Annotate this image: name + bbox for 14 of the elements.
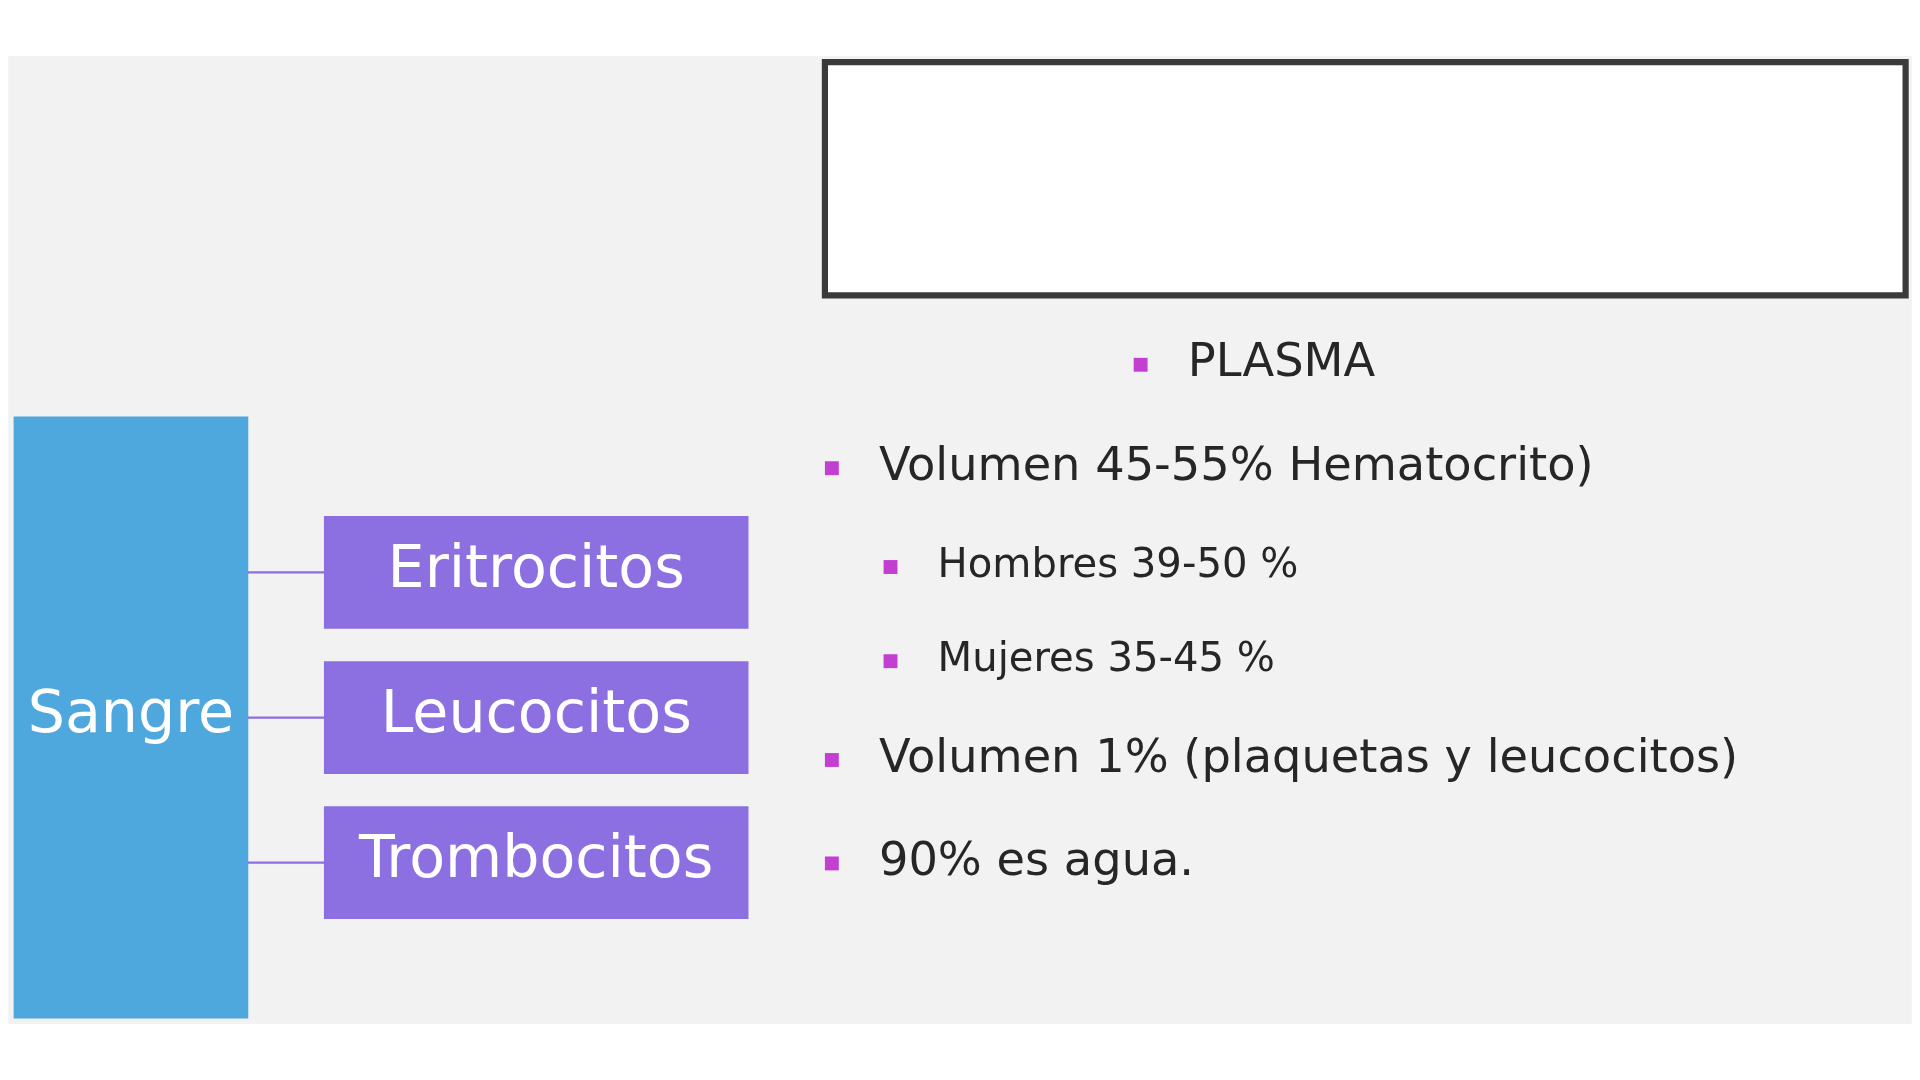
connector xyxy=(247,861,325,864)
node-box: Trombocitos xyxy=(323,806,749,919)
label: PLASMA xyxy=(1187,333,1376,388)
label: Hombres 39-50 % xyxy=(937,539,1299,586)
node-box: Leucocitos xyxy=(323,661,749,774)
node-box: Eritrocitos xyxy=(323,516,749,629)
label: Mujeres 35-45 % xyxy=(937,633,1275,680)
label: Volumen 45-55% Hematocrito) xyxy=(878,436,1594,491)
node-box: Sangre xyxy=(13,416,249,1019)
connector xyxy=(247,571,325,574)
connector xyxy=(247,716,325,719)
label: 90% es agua. xyxy=(878,832,1195,887)
label: Volumen 1% (plaquetas y leucocitos) xyxy=(878,728,1739,783)
node-box xyxy=(821,59,1909,299)
